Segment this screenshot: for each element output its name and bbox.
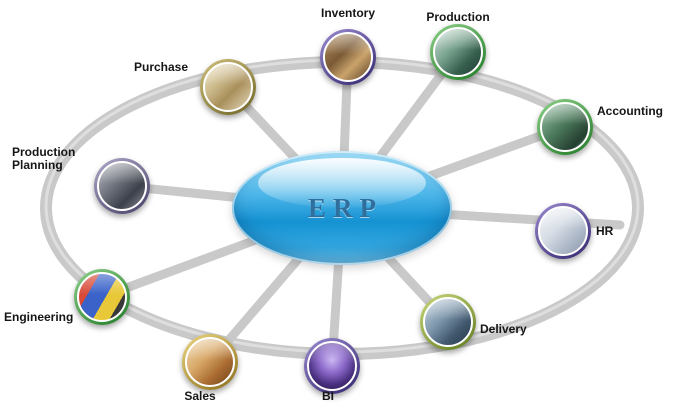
node-delivery [420, 294, 476, 350]
node-hr [535, 203, 591, 259]
purchase-photo-icon [203, 62, 253, 112]
engineering-photo-icon [77, 272, 127, 322]
erp-hub: ERP [232, 151, 452, 265]
production-planning-photo-icon [97, 161, 147, 211]
hr-photo-icon [538, 206, 588, 256]
node-engineering [74, 269, 130, 325]
label-accounting: Accounting [597, 104, 663, 118]
label-engineering: Engineering [4, 310, 74, 324]
node-accounting [537, 99, 593, 155]
label-delivery: Delivery [480, 322, 527, 336]
node-production [430, 24, 486, 80]
bi-photo-icon [307, 341, 357, 391]
label-inventory: Inventory [320, 6, 375, 20]
node-production-planning [94, 158, 150, 214]
node-bi [304, 338, 360, 394]
label-sales: Sales [184, 389, 216, 403]
node-purchase [200, 59, 256, 115]
node-inventory [320, 29, 376, 85]
sales-photo-icon [185, 337, 235, 387]
accounting-photo-icon [540, 102, 590, 152]
label-bi: BI [322, 389, 334, 403]
production-photo-icon [433, 27, 483, 77]
delivery-photo-icon [423, 297, 473, 347]
inventory-photo-icon [323, 32, 373, 82]
label-production-planning: Production Planning [12, 145, 76, 172]
erp-hub-label: ERP [308, 192, 383, 223]
label-hr: HR [596, 224, 614, 238]
label-purchase: Purchase [134, 60, 189, 74]
node-sales [182, 334, 238, 390]
label-production: Production [426, 10, 490, 24]
